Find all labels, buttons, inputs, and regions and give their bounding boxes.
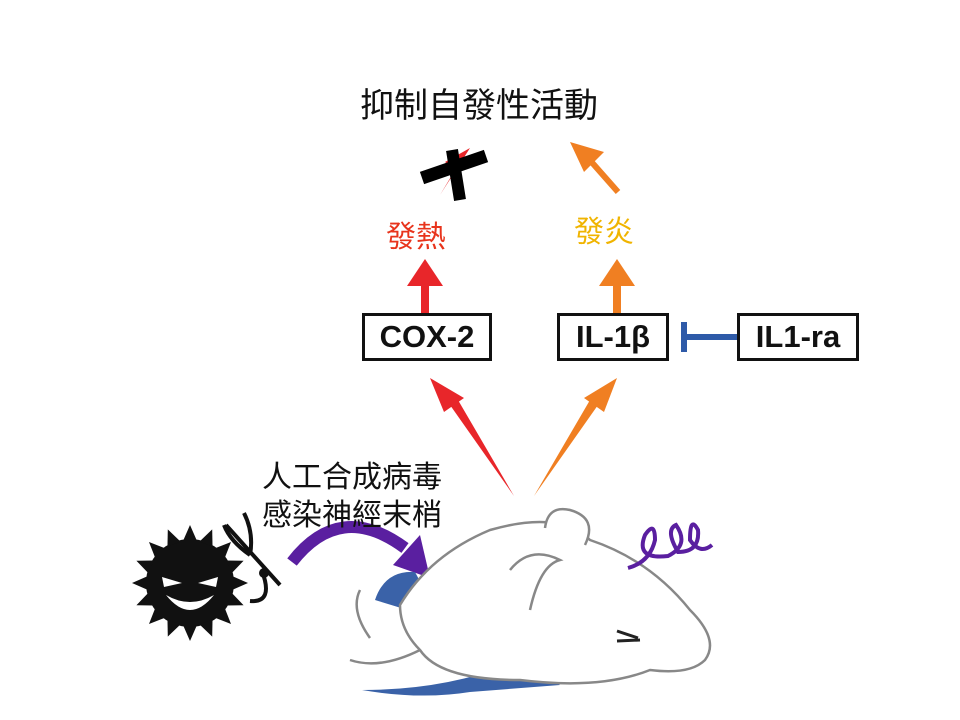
infection-arrow [287,521,430,578]
page-title: 抑制自發性活動 [360,86,598,126]
il1b-to-inflammation-arrow [599,259,635,314]
blocked-arrow-icon [419,148,489,201]
cox2-to-fever-arrow [407,259,443,314]
mouse-to-cox2-arrow [430,378,514,496]
sleeping-mouse-icon [349,507,712,696]
virus-icon [107,500,282,666]
mouse-to-il1b-arrow [534,378,617,496]
cox2-box: COX-2 [362,313,492,361]
infection-text-line1: 人工合成病毒 [262,460,442,495]
inflammation-to-activity-arrow [570,142,621,194]
inflammation-label: 發炎 [574,215,634,250]
il1ra-box: IL1-ra [737,313,859,361]
snoring-spring-icon [627,522,714,570]
il1ra-inhibits-il1b [681,322,738,352]
infection-text-line2: 感染神經末梢 [262,498,442,533]
il1b-box: IL-1β [557,313,669,361]
fever-label: 發熱 [386,220,446,255]
